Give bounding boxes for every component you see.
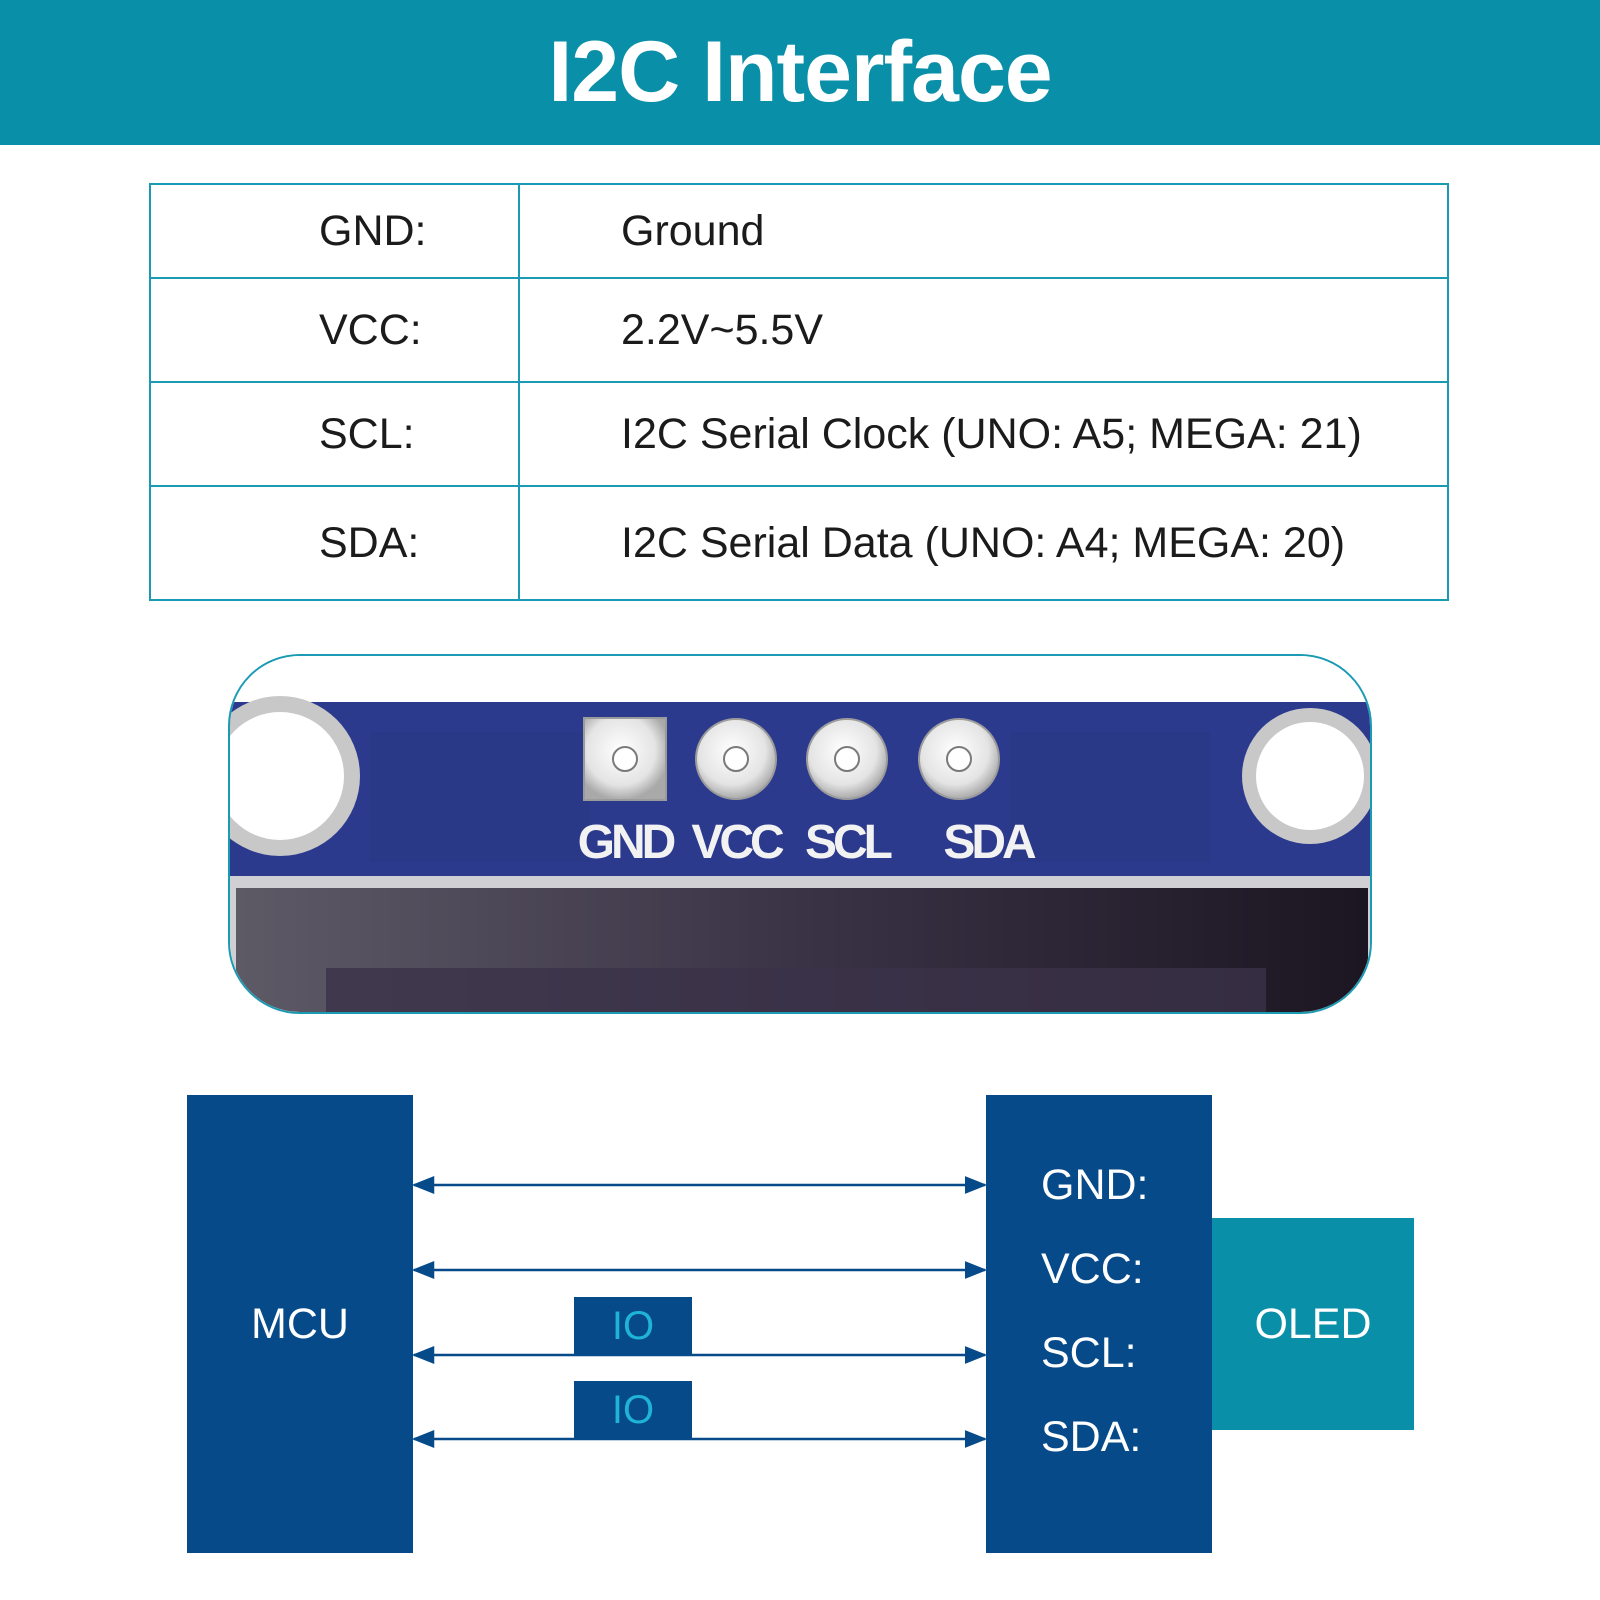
page-title: I2C Interface xyxy=(548,24,1052,120)
pin-pad-gnd xyxy=(583,717,667,801)
mcu-label: MCU xyxy=(251,1300,349,1348)
header-banner: I2C Interface xyxy=(0,0,1600,145)
mounting-hole-left xyxy=(230,696,360,856)
io-box: IO xyxy=(574,1381,692,1439)
board-illustration: GND VCC SCL SDA xyxy=(230,656,1370,1012)
column-divider xyxy=(518,185,520,599)
oled-pin-scl: SCL: xyxy=(1041,1329,1137,1377)
pin-pad-vcc xyxy=(695,718,777,800)
table-row: VCC: 2.2V~5.5V xyxy=(151,279,1447,383)
silkscreen-vcc: VCC xyxy=(691,816,784,869)
silkscreen-scl: SCL xyxy=(805,816,892,869)
pin-description: I2C Serial Data (UNO: A4; MEGA: 20) xyxy=(621,518,1346,567)
table-row: GND: Ground xyxy=(151,185,1447,279)
pin-description: I2C Serial Clock (UNO: A5; MEGA: 21) xyxy=(621,409,1362,458)
pin-pad-scl xyxy=(806,718,888,800)
pin-table: GND: Ground VCC: 2.2V~5.5V SCL: I2C Seri… xyxy=(149,183,1449,601)
silkscreen-sda: SDA xyxy=(943,816,1036,869)
pin-pad-sda xyxy=(918,718,1000,800)
oled-pins-block: GND: VCC: SCL: SDA: xyxy=(986,1095,1212,1553)
silkscreen-gnd: GND xyxy=(578,816,675,869)
mcu-block: MCU xyxy=(187,1095,413,1553)
mounting-hole-right xyxy=(1242,708,1370,844)
oled-pin-sda: SDA: xyxy=(1041,1413,1142,1461)
io-label: IO xyxy=(611,1387,655,1432)
pin-name: SDA: xyxy=(319,518,420,567)
board-photo: GND VCC SCL SDA xyxy=(228,654,1372,1014)
oled-block: OLED xyxy=(1212,1218,1414,1430)
pin-description: Ground xyxy=(621,206,765,255)
io-label: IO xyxy=(611,1303,655,1348)
pin-description: 2.2V~5.5V xyxy=(621,305,824,354)
oled-pin-vcc: VCC: xyxy=(1041,1245,1144,1293)
io-box: IO xyxy=(574,1297,692,1355)
oled-pin-gnd: GND: xyxy=(1041,1161,1149,1209)
table-row: SDA: I2C Serial Data (UNO: A4; MEGA: 20) xyxy=(151,487,1447,599)
oled-label: OLED xyxy=(1254,1299,1372,1348)
table-row: SCL: I2C Serial Clock (UNO: A5; MEGA: 21… xyxy=(151,383,1447,487)
pin-name: GND: xyxy=(319,206,427,255)
pin-name: SCL: xyxy=(319,409,415,458)
pin-name: VCC: xyxy=(319,305,422,354)
